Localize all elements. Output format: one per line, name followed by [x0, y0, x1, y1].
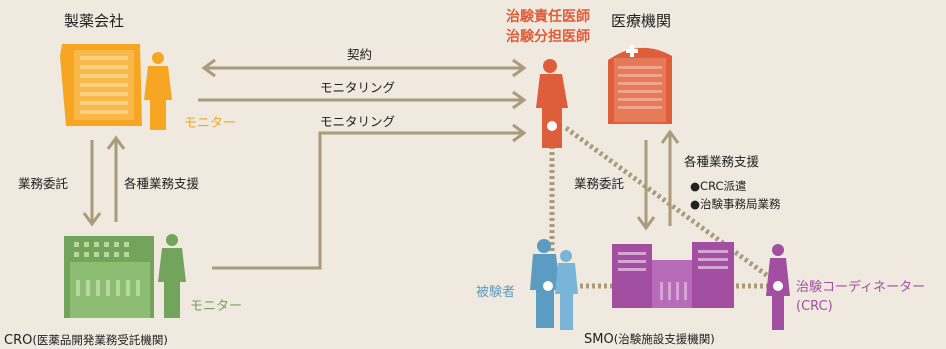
pharma-to-cro-arrow-head [82, 212, 102, 227]
cro-to-pharma-arrow-head [106, 135, 126, 150]
monitoring-arrow-1-head [512, 90, 527, 110]
contract-edge-label: 契約 [347, 47, 373, 62]
smo-label-sub: (治験施設支援機関) [613, 332, 715, 346]
smo-label: SMO(治験施設支援機関) [584, 333, 715, 346]
cro-label-main: CRO [4, 333, 33, 348]
cro-label-sub: (医薬品開発業務受託機関) [32, 333, 168, 347]
investigator-person-icon [536, 59, 568, 148]
pharma-to-cro-edge-label: 業務委託 [18, 176, 69, 191]
cro-monitor-label: モニター [190, 299, 243, 314]
smo-service-crc-dispatch: ●CRC派遣 [690, 179, 747, 193]
hospital-to-smo-arrow-head [636, 216, 656, 231]
cro-label: CRO(医薬品開発業務受託機関) [4, 334, 168, 347]
monitoring-arrow-2 [212, 131, 522, 270]
monitoring-arrow-2-head [512, 123, 527, 143]
pharma-monitor-label: モニター [184, 116, 237, 131]
contract-arrow-head-right [512, 58, 527, 78]
pharma-building-icon [60, 44, 142, 126]
subject-label: 被験者 [476, 285, 516, 300]
smo-to-hospital-arrow-head [660, 129, 680, 144]
crc-person-icon [766, 244, 790, 330]
cro-monitor-person-icon [158, 234, 186, 318]
hospital-to-smo-edge-label: 業務委託 [574, 176, 625, 191]
connector-arrows [82, 58, 680, 270]
hospital-label: 医療機関 [611, 12, 672, 30]
cro-building-icon [64, 236, 154, 318]
smo-building-icon [612, 242, 734, 308]
smo-label-main: SMO [584, 332, 614, 347]
cro-to-pharma-edge-label: 各種業務支援 [124, 176, 200, 191]
smo-service-secretariat: ●治験事務局業務 [690, 197, 781, 211]
monitoring-edge-label-1: モニタリング [320, 80, 396, 95]
investigator-label-line1: 治験責任医師 [506, 9, 590, 25]
crc-label: 治験コーディネーター [796, 280, 926, 295]
smo-to-hospital-edge-label: 各種業務支援 [684, 154, 760, 169]
subject-people-icon [530, 239, 578, 330]
hospital-building-icon [608, 45, 672, 124]
investigator-crc-dotted-line [564, 125, 778, 285]
crc-label-sub: (CRC) [796, 299, 833, 314]
contract-arrow-head-left [201, 58, 216, 78]
investigator-label-line2: 治験分担医師 [506, 29, 590, 45]
monitoring-edge-label-2: モニタリング [320, 114, 396, 129]
pharma-company-label: 製薬会社 [64, 12, 125, 30]
pharma-monitor-person-icon [144, 52, 172, 130]
